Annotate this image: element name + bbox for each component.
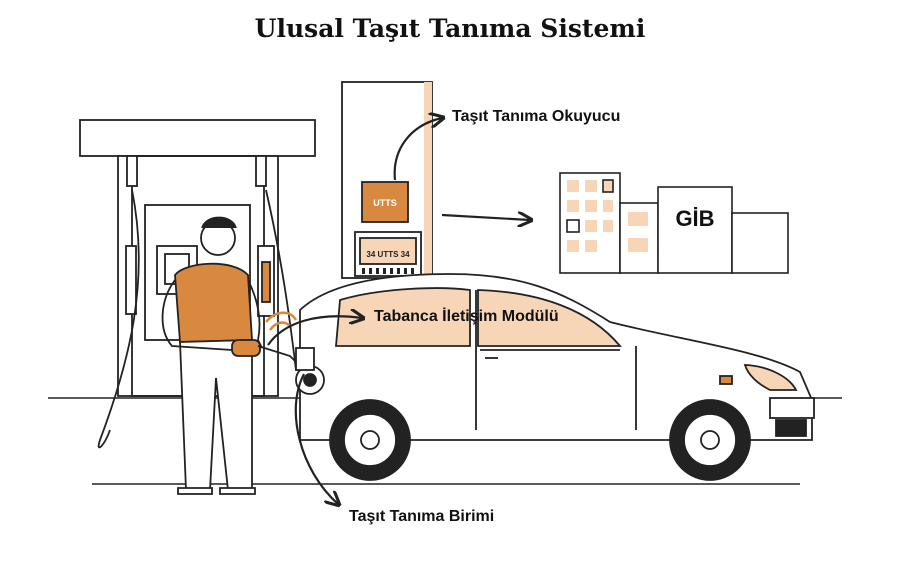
vehicle-unit-label: Taşıt Tanıma Birimi bbox=[349, 508, 495, 525]
vehicle-unit-arrow bbox=[294, 373, 338, 504]
display-text: 34 UTTS 34 bbox=[366, 250, 410, 259]
device-tag-text: UTTS bbox=[373, 198, 397, 208]
reader-label: Taşıt Tanıma Okuyucu bbox=[452, 108, 621, 125]
car bbox=[295, 273, 815, 481]
signal-waves bbox=[265, 311, 298, 331]
nozzle-arrow bbox=[267, 316, 362, 346]
diagram-title: Ulusal Taşıt Tanıma Sistemi bbox=[254, 14, 646, 43]
reader-tower: UTTS 34 UTTS 34 bbox=[341, 81, 433, 279]
gib-label: GİB bbox=[675, 206, 714, 231]
gib-buildings bbox=[559, 172, 789, 274]
gib-arrow bbox=[441, 215, 530, 220]
attendant-figure bbox=[161, 216, 301, 495]
nozzle-module-label: Tabanca İletişim Modülü bbox=[374, 308, 559, 325]
reader-arrow bbox=[393, 118, 442, 181]
